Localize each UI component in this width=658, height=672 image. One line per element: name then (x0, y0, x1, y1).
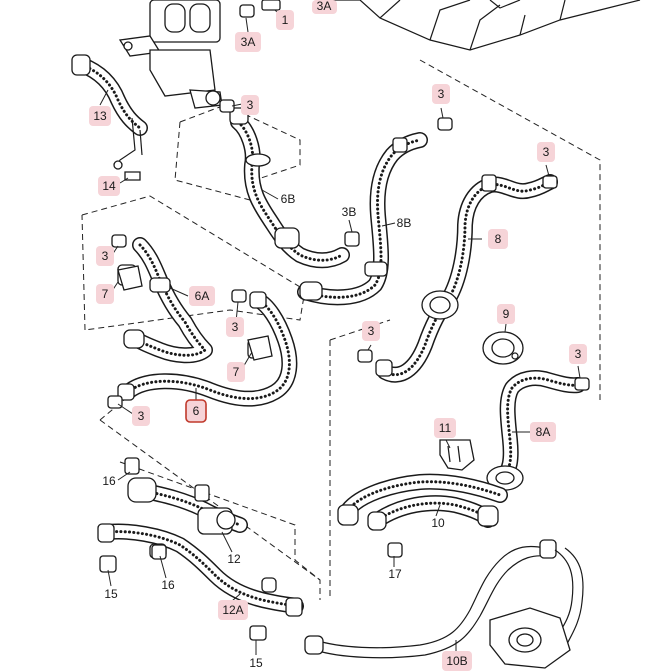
callout-6B-text: 6B (281, 192, 296, 206)
callout-8B-text: 8B (397, 216, 412, 230)
callout-3-d-text: 3 (102, 249, 109, 263)
callout-11[interactable]: 11 (434, 418, 456, 438)
callout-3-d[interactable]: 3 (96, 246, 114, 266)
pump-housing (489, 607, 571, 669)
callout-12A-text: 12A (222, 603, 243, 617)
callout-17-text: 17 (388, 567, 402, 581)
clip-11 (439, 439, 475, 471)
hose-6B (229, 107, 350, 269)
callout-6A-text: 6A (195, 289, 210, 303)
callout-9-text: 9 (503, 307, 510, 321)
callout-3B: 3B (342, 205, 357, 219)
callout-3-h-text: 3 (138, 409, 145, 423)
callout-16-a: 16 (102, 474, 116, 488)
callout-3-h[interactable]: 3 (132, 406, 150, 426)
callout-11-text: 11 (439, 421, 452, 435)
callout-3A-top[interactable]: 3A (312, 0, 337, 14)
callout-8A-text: 8A (536, 425, 551, 439)
callout-3-g[interactable]: 3 (569, 344, 587, 364)
callout-10B-text: 10B (446, 654, 467, 668)
callout-1[interactable]: 1 (276, 10, 294, 30)
callout-3-a[interactable]: 3 (241, 95, 259, 115)
callout-3-f[interactable]: 3 (362, 321, 380, 341)
callout-13-text: 13 (93, 109, 107, 123)
callout-1-text: 1 (282, 13, 289, 27)
engine-block-outline (330, 0, 641, 51)
callout-15-b-text: 15 (249, 656, 263, 670)
callout-16-b: 16 (161, 578, 175, 592)
callout-14-text: 14 (102, 179, 116, 193)
callout-3-a-text: 3 (247, 98, 254, 112)
callout-3-f-text: 3 (368, 324, 375, 338)
hose-10 (337, 473, 508, 531)
callout-7-b-text: 7 (233, 365, 240, 379)
callout-16-b-text: 16 (161, 578, 175, 592)
hose-12 (127, 477, 248, 535)
callout-10-text: 10 (431, 516, 445, 530)
callout-3-e[interactable]: 3 (226, 317, 244, 337)
callout-7-b[interactable]: 7 (227, 362, 245, 382)
grommet-9 (482, 331, 524, 365)
callout-3B-text: 3B (342, 205, 357, 219)
callout-10: 10 (431, 516, 445, 530)
callout-3-g-text: 3 (575, 347, 582, 361)
clamps (107, 99, 590, 409)
callout-6A[interactable]: 6A (189, 286, 215, 306)
callout-3-c-text: 3 (543, 145, 550, 159)
callout-7-a-text: 7 (102, 287, 109, 301)
callout-17: 17 (388, 567, 402, 581)
callout-10B[interactable]: 10B (442, 651, 472, 671)
callout-3A-text: 3A (241, 35, 256, 49)
callout-12-text: 12 (227, 552, 241, 566)
callout-8B: 8B (397, 216, 412, 230)
hose-8B (297, 132, 428, 306)
hose-8A (486, 370, 586, 491)
callout-14[interactable]: 14 (98, 176, 120, 196)
valve-block (118, 0, 223, 109)
hose-12A (97, 523, 304, 617)
callout-6[interactable]: 6 (185, 399, 207, 423)
callout-3-b[interactable]: 3 (432, 84, 450, 104)
callout-3A[interactable]: 3A (235, 32, 261, 52)
callout-3A-top-text: 3A (317, 0, 332, 13)
callout-8A[interactable]: 8A (530, 422, 556, 442)
callout-3-c[interactable]: 3 (537, 142, 555, 162)
callout-15-a-text: 15 (104, 587, 118, 601)
hose-8 (375, 174, 558, 383)
mount-parts-7 (117, 265, 273, 361)
callout-6B: 6B (281, 192, 296, 206)
callout-12: 12 (227, 552, 241, 566)
callout-7-a[interactable]: 7 (96, 284, 114, 304)
callout-16-a-text: 16 (102, 474, 116, 488)
callout-15-a: 15 (104, 587, 118, 601)
callout-8-text: 8 (495, 232, 502, 246)
callout-6-text: 6 (193, 404, 200, 418)
callout-3-e-text: 3 (232, 320, 239, 334)
hose-13 (71, 54, 148, 181)
callout-12A[interactable]: 12A (218, 600, 248, 620)
callout-3-b-text: 3 (438, 87, 445, 101)
hose-10B (304, 539, 584, 659)
callout-9[interactable]: 9 (497, 304, 515, 324)
clamp-top (239, 0, 281, 18)
callout-15-b: 15 (249, 656, 263, 670)
callout-8[interactable]: 8 (488, 229, 508, 249)
callout-13[interactable]: 13 (89, 106, 111, 126)
